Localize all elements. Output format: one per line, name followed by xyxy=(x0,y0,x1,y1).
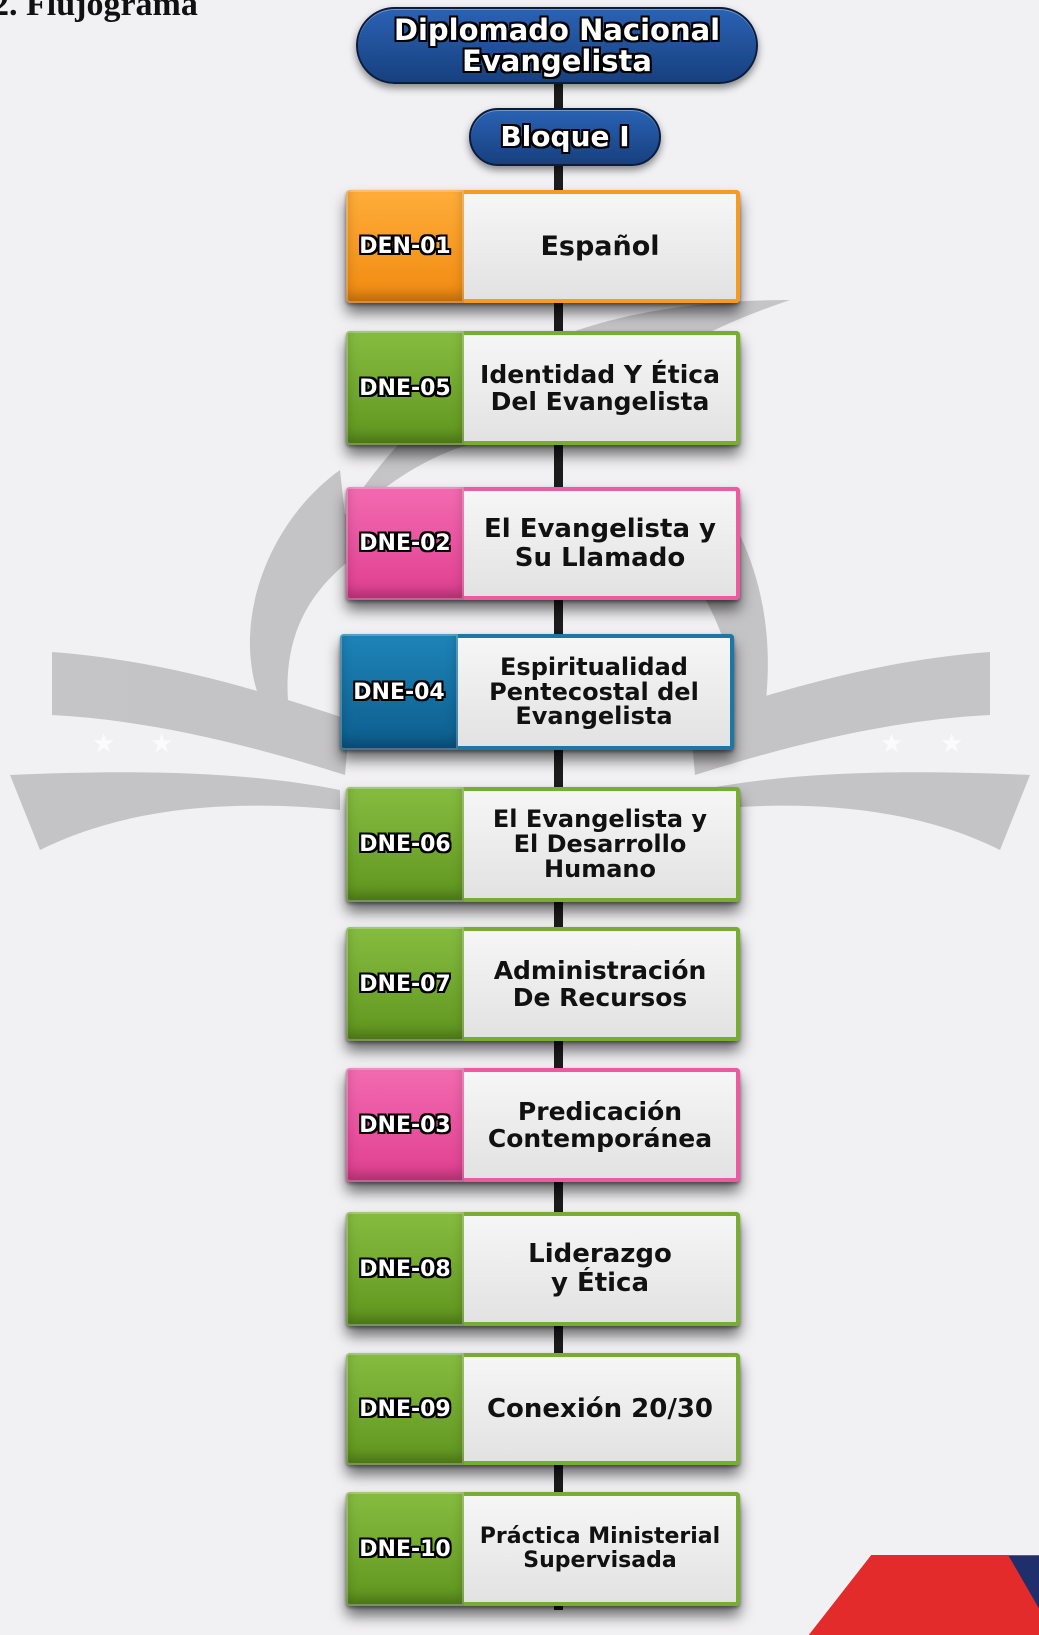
course-name: Liderazgo y Ética xyxy=(464,1212,740,1326)
course-name: El Evangelista y Su Llamado xyxy=(464,487,740,600)
course-card: DNE-08 Liderazgo y Ética xyxy=(346,1212,740,1326)
course-card: DNE-07 Administración De Recursos xyxy=(346,927,740,1041)
course-code: DNE-03 xyxy=(346,1068,464,1182)
course-card: DNE-10 Práctica Ministerial Supervisada xyxy=(346,1492,740,1606)
course-name: El Evangelista y El Desarrollo Humano xyxy=(464,787,740,902)
watermark-right-ribbon xyxy=(700,772,1030,850)
watermark-left-ribbon xyxy=(10,772,340,850)
course-code: DNE-10 xyxy=(346,1492,464,1606)
course-code: DNE-04 xyxy=(340,634,458,750)
program-title: Diplomado Nacional Evangelista xyxy=(356,7,758,84)
course-name: Espiritualidad Pentecostal del Evangelis… xyxy=(458,634,734,750)
page-heading: 2. Flujograma xyxy=(0,0,198,23)
course-name: Práctica Ministerial Supervisada xyxy=(464,1492,740,1606)
course-name: Administración De Recursos xyxy=(464,927,740,1041)
course-code: DNE-09 xyxy=(346,1353,464,1465)
course-card: DNE-02 El Evangelista y Su Llamado xyxy=(346,487,740,600)
block-label: Bloque I xyxy=(469,108,661,166)
course-name: Identidad Y Ética Del Evangelista xyxy=(464,331,740,445)
course-name: Conexión 20/30 xyxy=(464,1353,740,1465)
course-code: DNE-08 xyxy=(346,1212,464,1326)
watermark-star: ★ xyxy=(150,729,173,759)
course-code: DEN-01 xyxy=(346,190,464,303)
course-code: DNE-07 xyxy=(346,927,464,1041)
course-name: Español xyxy=(464,190,740,303)
watermark-right-banner xyxy=(690,652,990,775)
course-code: DNE-02 xyxy=(346,487,464,600)
course-card: DNE-06 El Evangelista y El Desarrollo Hu… xyxy=(346,787,740,902)
course-code: DNE-05 xyxy=(346,331,464,445)
course-code: DNE-06 xyxy=(346,787,464,902)
watermark-star: ★ xyxy=(880,729,903,759)
course-card: DNE-04 Espiritualidad Pentecostal del Ev… xyxy=(340,634,734,750)
watermark-star: ★ xyxy=(92,729,115,759)
course-card: DEN-01 Español xyxy=(346,190,740,303)
course-name: Predicación Contemporánea xyxy=(464,1068,740,1182)
watermark-left-sweep xyxy=(249,470,350,720)
watermark-left-banner xyxy=(52,652,350,775)
course-card: DNE-09 Conexión 20/30 xyxy=(346,1353,740,1465)
watermark-star: ★ xyxy=(940,729,963,759)
course-card: DNE-03 Predicación Contemporánea xyxy=(346,1068,740,1182)
course-card: DNE-05 Identidad Y Ética Del Evangelista xyxy=(346,331,740,445)
block-label-text: Bloque I xyxy=(500,120,630,154)
program-title-text: Diplomado Nacional Evangelista xyxy=(393,13,721,78)
